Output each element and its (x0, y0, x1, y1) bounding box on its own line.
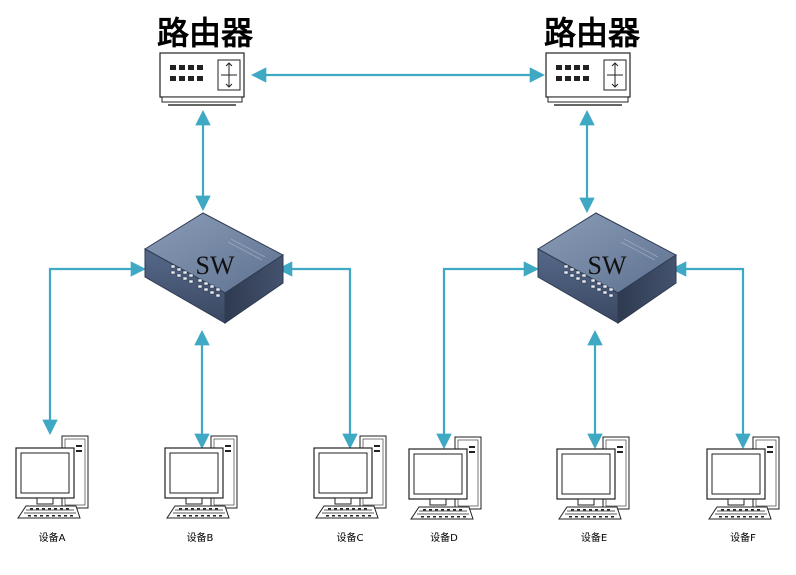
switch-left[interactable]: SW (144, 212, 284, 324)
device-b[interactable]: 设备B (164, 435, 238, 544)
link-switch-left-device-a (42, 261, 147, 436)
switch-left-label: SW (196, 251, 235, 280)
device-a-label: 设备A (39, 531, 66, 544)
switch-right-label: SW (588, 251, 627, 280)
device-c[interactable]: 设备C (313, 435, 387, 544)
device-d-label: 设备D (430, 531, 458, 544)
pc-icon (15, 435, 89, 519)
link-switch-left-device-c (276, 261, 358, 450)
router-right-label: 路由器 (544, 14, 641, 52)
pc-icon (408, 436, 482, 520)
router-left-label: 路由器 (157, 14, 254, 52)
router-left-icon (159, 52, 245, 106)
device-c-label: 设备C (337, 531, 364, 544)
device-b-label: 设备B (187, 531, 214, 544)
router-right-icon (545, 52, 631, 106)
pc-icon (313, 435, 387, 519)
switch-right[interactable]: SW (537, 212, 677, 324)
pc-icon (706, 436, 780, 520)
device-a[interactable]: 设备A (15, 435, 89, 544)
link-switch-right-device-d (436, 261, 540, 450)
link-switch-right-device-f (670, 261, 751, 450)
device-e[interactable]: 设备E (556, 436, 630, 544)
pc-icon (556, 436, 630, 520)
device-e-label: 设备E (581, 531, 607, 544)
links (42, 67, 751, 450)
pc-icon (164, 435, 238, 519)
device-f[interactable]: 设备F (706, 436, 780, 544)
device-f-label: 设备F (730, 531, 756, 544)
device-d[interactable]: 设备D (408, 436, 482, 544)
router-left[interactable]: 路由器 (157, 14, 254, 106)
router-right[interactable]: 路由器 (544, 14, 641, 106)
